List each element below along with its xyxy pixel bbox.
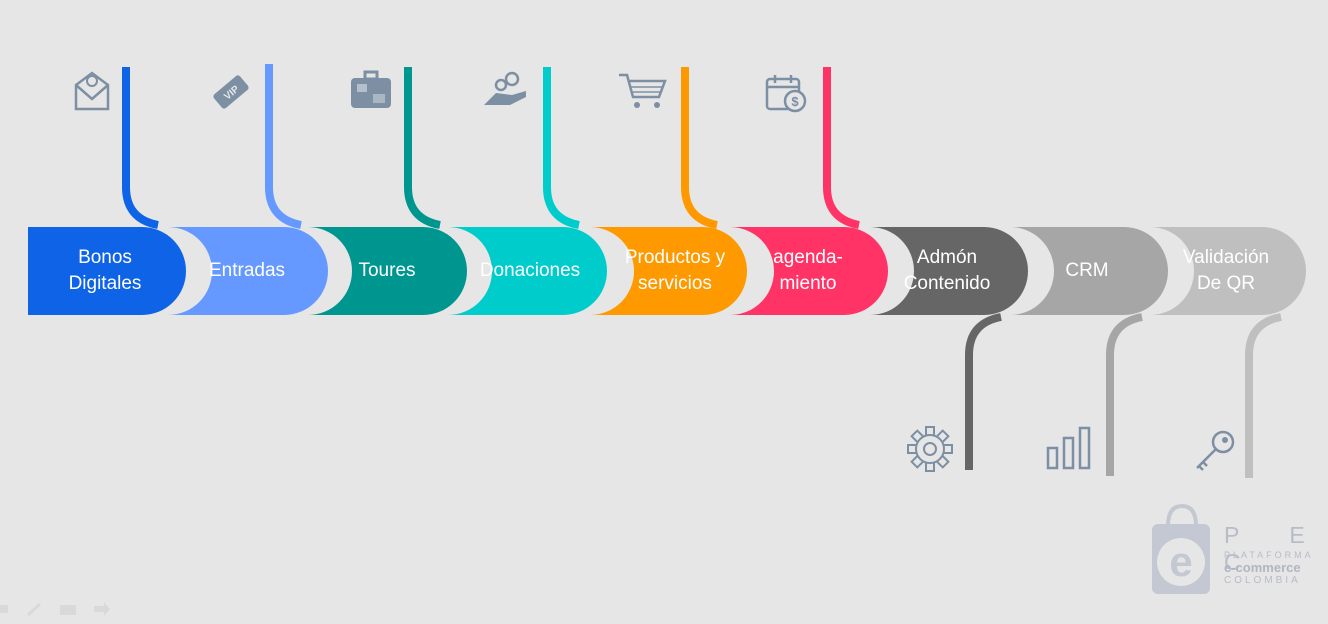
- suitcase-icon: [351, 70, 391, 108]
- step-segment-1: [25, 224, 189, 318]
- shopping-cart-icon: [619, 73, 667, 108]
- pec-logo: e P E C PLATAFORMA e-commerce COLOMBIA: [1140, 500, 1328, 610]
- step-segment-3: [307, 224, 470, 318]
- logo-line-2: e-commerce: [1224, 560, 1301, 575]
- step-connector-9: [1245, 313, 1282, 478]
- key-icon: [1196, 430, 1235, 471]
- svg-text:$: $: [791, 94, 799, 109]
- step-connector-8: [1106, 313, 1143, 476]
- step-3: [307, 67, 470, 318]
- logo-title: P E C: [1224, 522, 1327, 575]
- slideshow-prev-icon[interactable]: [0, 605, 8, 613]
- logo-line-3: COLOMBIA: [1224, 575, 1301, 586]
- step-connector-6: [823, 67, 860, 229]
- step-connector-7: [965, 313, 1002, 470]
- menu-icon[interactable]: [60, 605, 76, 615]
- bar-chart-icon: [1046, 426, 1091, 470]
- step-4: [447, 67, 610, 318]
- step-7: [869, 224, 1031, 470]
- step-segment-4: [447, 224, 610, 318]
- step-9: [1149, 224, 1309, 478]
- step-segment-2: [167, 224, 331, 318]
- shopping-bag-logo-icon: e: [1152, 503, 1210, 594]
- step-connector-4: [543, 67, 580, 229]
- logo-line-1: PLATAFORMA: [1224, 550, 1314, 560]
- step-6: [729, 67, 891, 318]
- svg-text:e: e: [1169, 538, 1192, 585]
- step-5: [589, 67, 750, 318]
- step-connector-1: [122, 67, 159, 229]
- pen-icon[interactable]: [26, 602, 42, 617]
- step-connector-2: [265, 64, 302, 229]
- next-arrow-icon[interactable]: [94, 602, 110, 616]
- step-1: [25, 67, 189, 318]
- calendar-money-icon: $: [765, 75, 807, 113]
- email-at-icon: [74, 71, 110, 111]
- step-segment-5: [589, 224, 750, 318]
- step-connector-5: [681, 67, 718, 229]
- step-segment-6: [729, 224, 891, 318]
- step-8: [1009, 224, 1171, 476]
- step-segment-8: [1009, 224, 1171, 318]
- donation-hand-icon: [484, 71, 526, 105]
- step-segment-9: [1149, 224, 1309, 318]
- step-2: [167, 64, 331, 318]
- step-segment-7: [869, 224, 1031, 318]
- gear-icon: [907, 426, 953, 472]
- step-connector-3: [404, 67, 441, 229]
- vip-ticket-icon: VIP: [213, 75, 249, 109]
- slide-toolbar: [0, 602, 110, 617]
